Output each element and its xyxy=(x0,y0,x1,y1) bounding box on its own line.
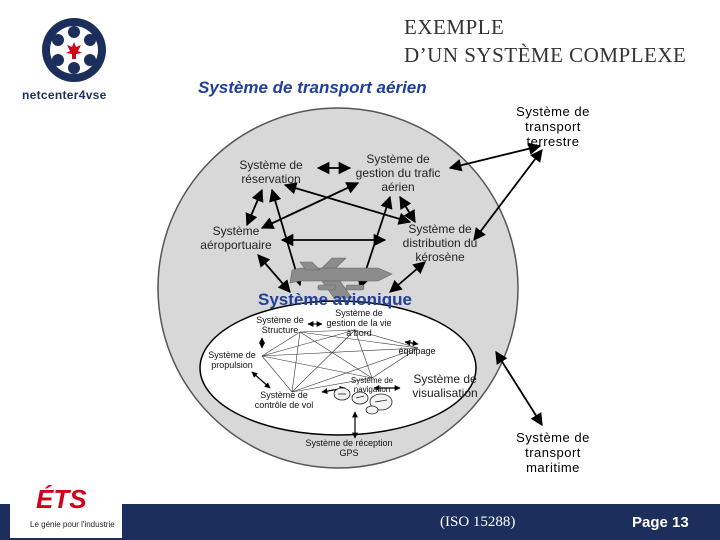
netcenter-logo-text: netcenter4vse xyxy=(22,88,107,102)
reservation-node: Système de réservation xyxy=(226,158,316,186)
propulsion-node: Système de propulsion xyxy=(202,350,262,370)
netcenter-logo: netcenter4vse xyxy=(22,14,132,106)
netcenter-logo-icon xyxy=(22,14,132,84)
navigation-node: Système de navigation xyxy=(344,376,400,394)
slide-title-line2: D’UN SYSTÈME COMPLEXE xyxy=(404,42,686,68)
air-transport-title: Système de transport aérien xyxy=(198,78,427,98)
display-node: Système de visualisation xyxy=(398,372,492,400)
air-traffic-node: Système de gestion du trafic aérien xyxy=(350,152,446,194)
kerosene-node: Système de distribution du kérosène xyxy=(392,222,488,264)
ets-logo: ÉTS Le génie pour l'industrie xyxy=(10,482,122,538)
avionics-title: Système avionique xyxy=(258,290,412,310)
airport-node: Système aéroportuaire xyxy=(186,224,286,252)
iso-reference: (ISO 15288) xyxy=(440,514,515,531)
gps-node: Système de réception GPS xyxy=(296,438,402,458)
slide-title-line1: EXEMPLE xyxy=(404,14,504,40)
page-number: Page 13 xyxy=(632,514,689,531)
structure-node: Système de Structure xyxy=(252,315,308,335)
ets-logo-mark: ÉTS xyxy=(36,484,87,515)
maritime-transport-node: Système de transport maritime xyxy=(504,430,602,475)
flight-control-node: Système de contrôle de vol xyxy=(254,390,314,410)
cabin-life-node: Système de gestion de la vie à bord xyxy=(326,308,392,338)
ground-transport-node: Système de transport terrestre xyxy=(506,104,600,149)
ets-tagline: Le génie pour l'industrie xyxy=(30,520,115,529)
crew-node: équipage xyxy=(390,346,444,356)
